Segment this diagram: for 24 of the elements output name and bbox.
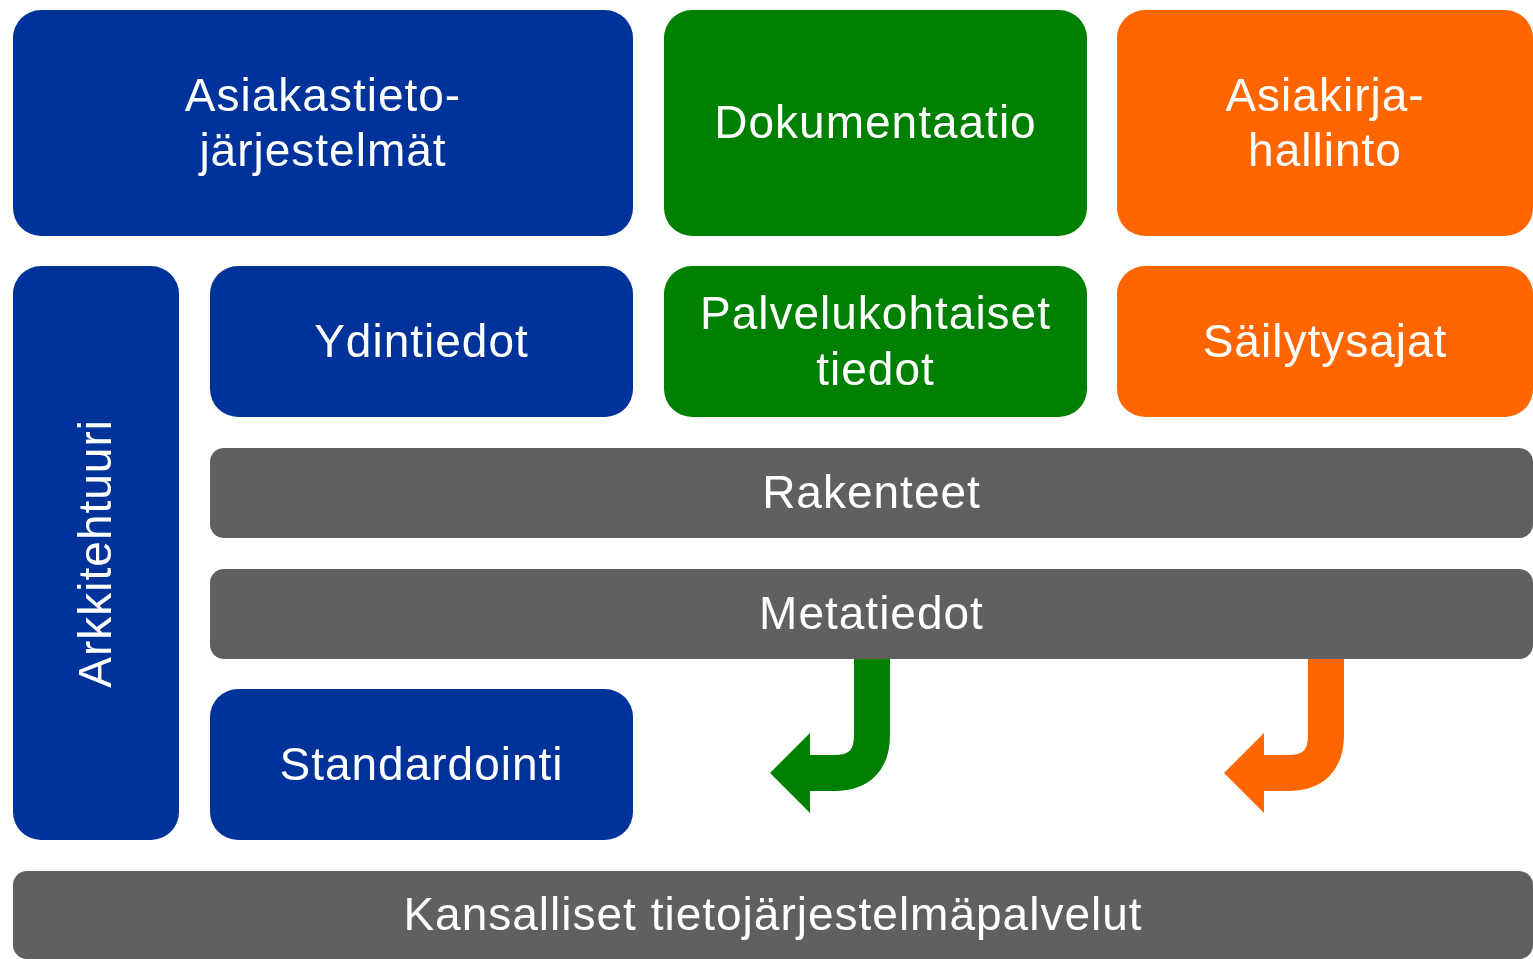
box-label: Ydintiedot bbox=[314, 313, 529, 369]
box-label: Metatiedot bbox=[759, 586, 984, 642]
curved-arrow bbox=[770, 659, 890, 813]
curved-arrow bbox=[1224, 659, 1344, 813]
category-panel bbox=[1117, 10, 1533, 236]
category-panel bbox=[664, 10, 1087, 236]
box-label: Asiakirja- hallinto bbox=[1224, 67, 1426, 178]
layer-bar bbox=[210, 569, 1533, 659]
box-label: Dokumentaatio bbox=[714, 95, 1037, 151]
layer-bar bbox=[210, 448, 1533, 538]
side-panel bbox=[13, 266, 179, 840]
content-box bbox=[664, 266, 1087, 417]
content-box bbox=[210, 689, 633, 840]
content-box bbox=[210, 266, 633, 417]
box-label: Standardointi bbox=[279, 736, 564, 792]
base-bar bbox=[13, 871, 1533, 959]
box-label: Kansalliset tietojärjestelmäpalvelut bbox=[403, 887, 1143, 943]
box-label: Arkkitehtuuri bbox=[68, 418, 123, 688]
box-label: Asiakastieto- järjestelmät bbox=[183, 67, 463, 178]
box-label: Säilytysajat bbox=[1202, 313, 1448, 369]
box-label: Palvelukohtaiset tiedot bbox=[699, 286, 1052, 397]
box-label: Rakenteet bbox=[762, 465, 981, 521]
content-box bbox=[1117, 266, 1533, 417]
category-panel bbox=[13, 10, 633, 236]
